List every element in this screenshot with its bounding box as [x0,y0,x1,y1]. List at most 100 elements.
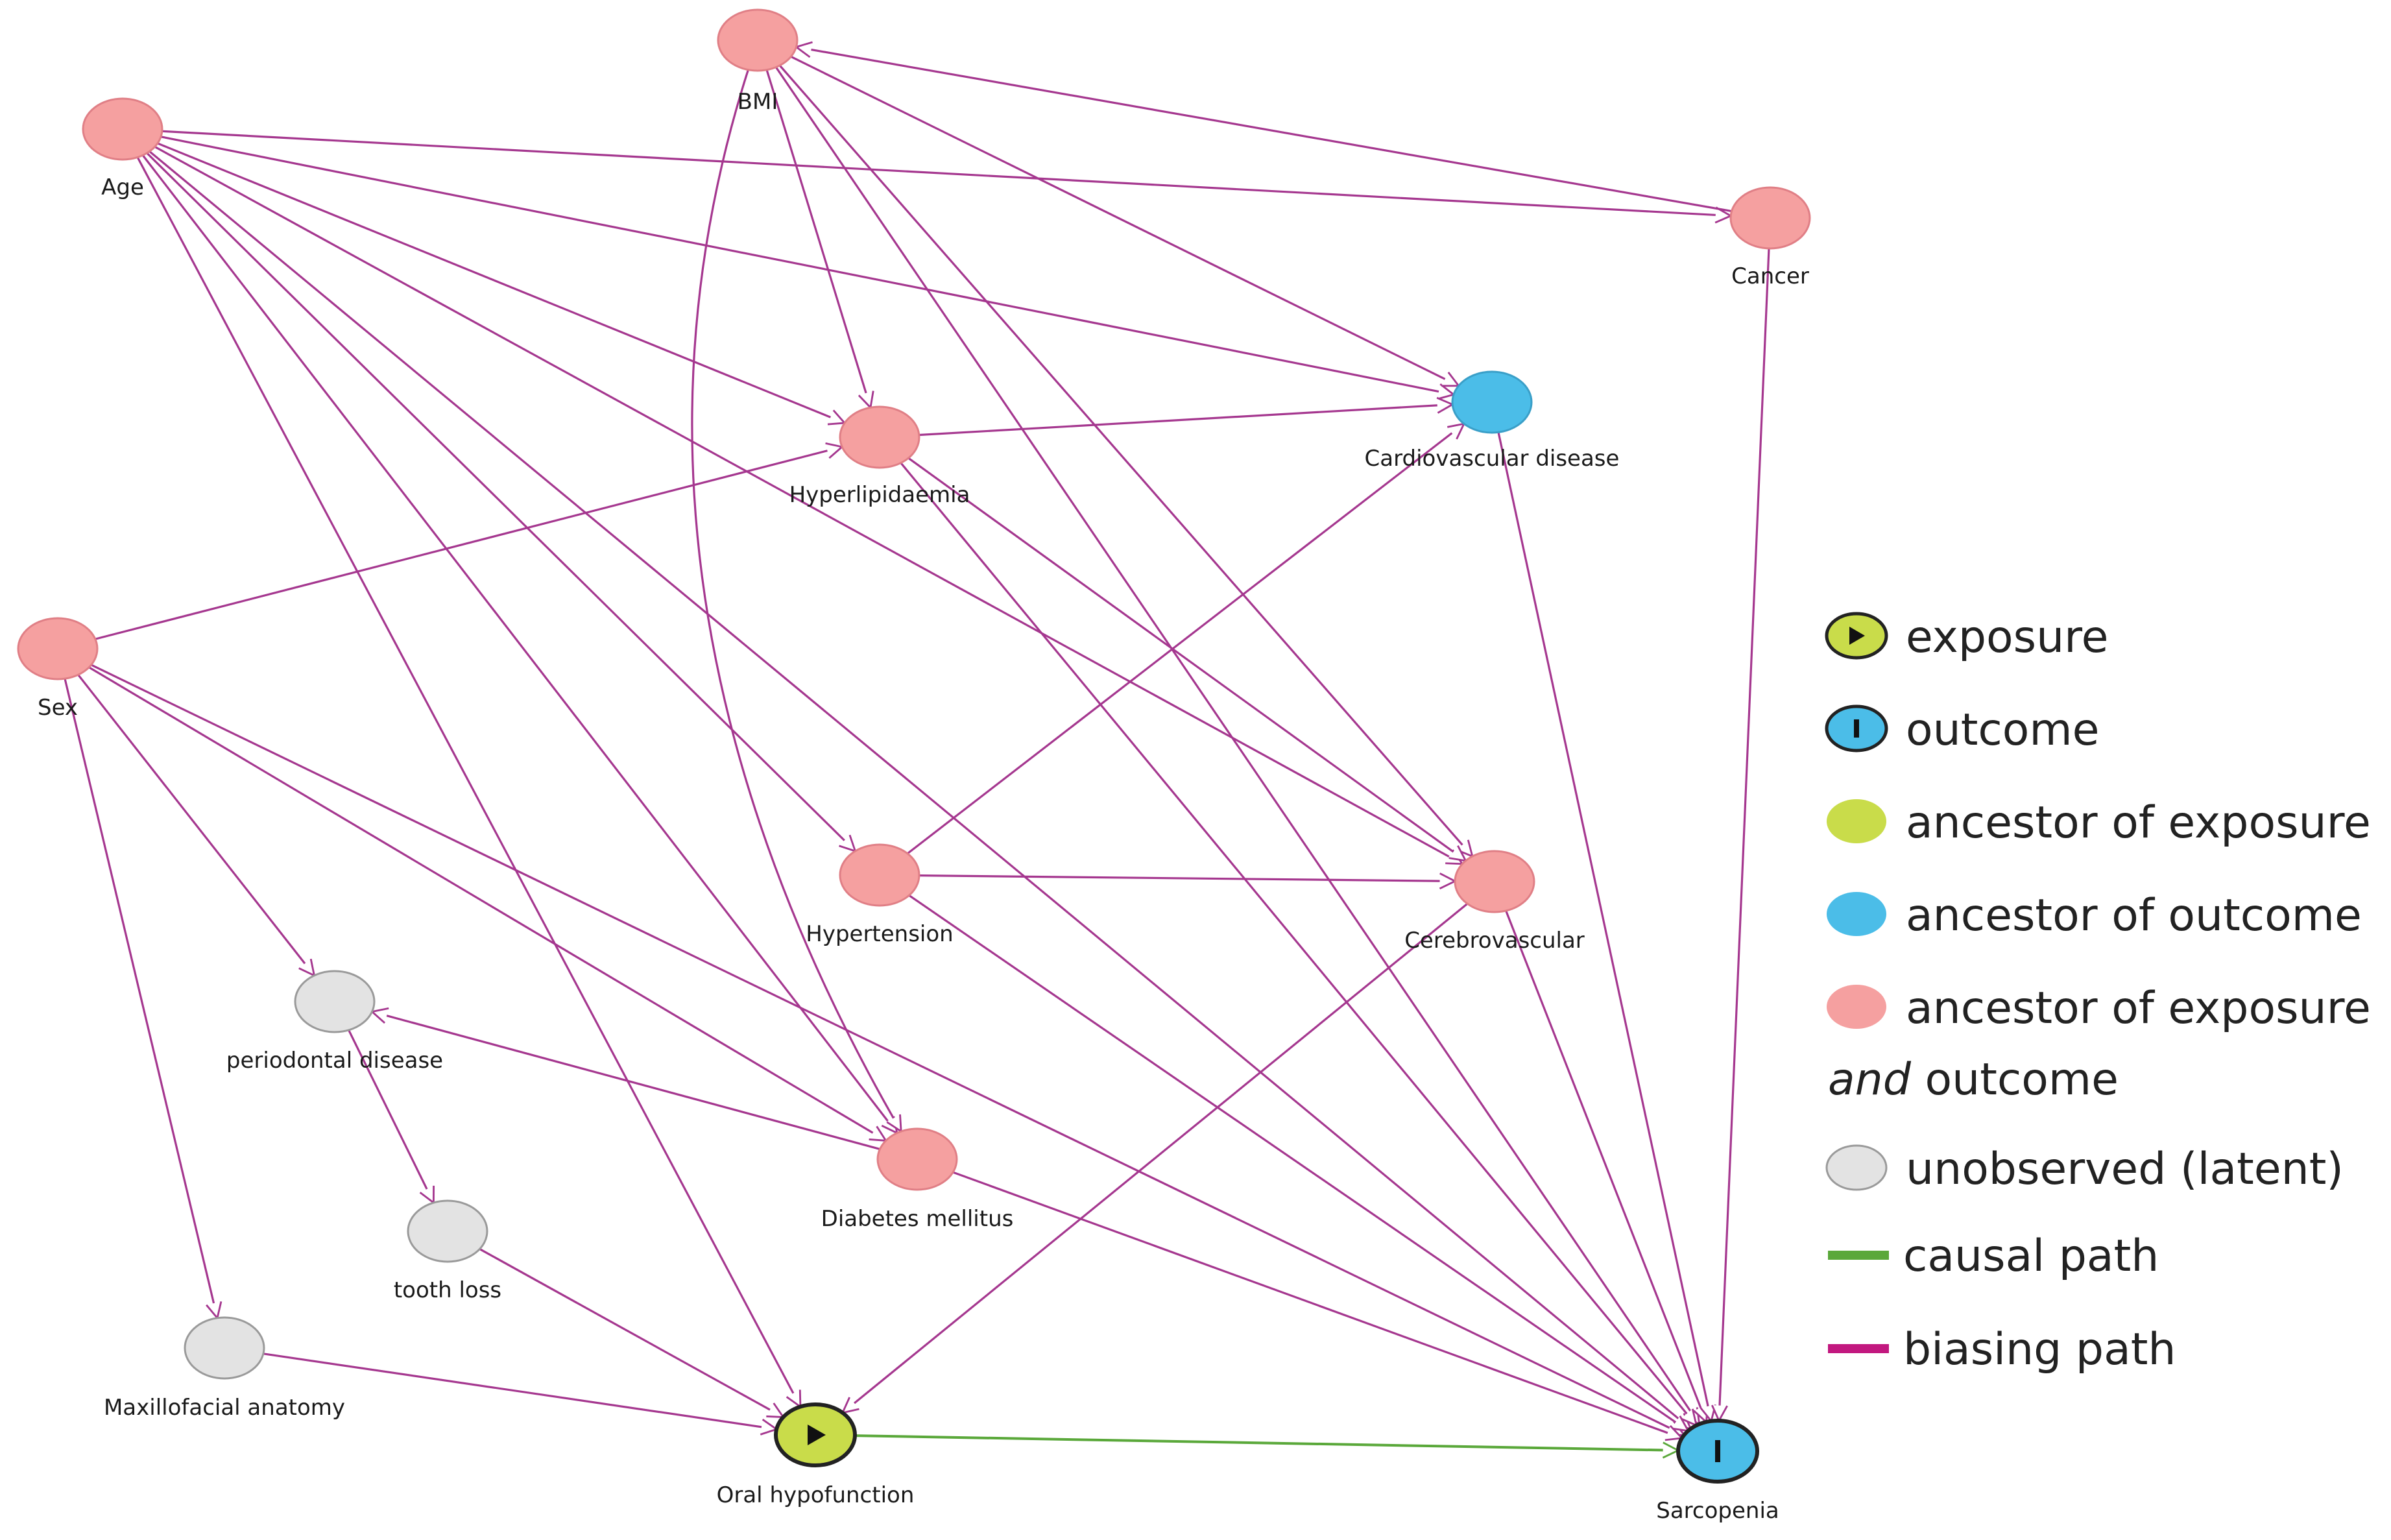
legend-label-ancestor-outcome: ancestor of outcome [1906,890,2362,941]
node-sarco[interactable]: Sarcopenia [1656,1419,1779,1524]
legend-and-word: and [1828,1054,1912,1105]
edge-sex-to-hyperlip [95,447,842,640]
edges-layer [64,47,1770,1450]
node-hypertension-ellipse[interactable] [839,843,920,907]
node-hyperlip[interactable]: Hyperlipidaemia [789,405,970,508]
edge-maxillo-to-oral [263,1353,776,1429]
legend-item-ancestor-exposure: ancestor of exposure [1827,797,2371,848]
edge-hyperlip-to-cvd [919,404,1452,437]
node-hypertension[interactable]: Hypertension [806,843,954,947]
node-maxillo[interactable]: Maxillofacial anatomy [104,1316,345,1421]
legend-label-biasing: biasing path [1903,1324,2176,1375]
edge-oral-to-sarco [854,1434,1678,1450]
node-age-ellipse[interactable] [82,97,163,161]
edge-sex-to-sarco [90,664,1685,1435]
node-hyperlip-ellipse[interactable] [839,405,920,469]
node-tooth-label: tooth loss [394,1277,501,1303]
edge-bmi-to-diabetes [691,69,901,1131]
node-cvd-ellipse[interactable] [1451,370,1533,434]
edge-diabetes-to-sarco [952,1171,1682,1438]
edge-bmi-to-cvd [790,55,1458,385]
node-cancer[interactable]: Cancer [1729,186,1811,289]
node-sarco-label: Sarcopenia [1656,1498,1779,1524]
node-bmi-ellipse[interactable] [717,8,799,72]
legend-item-ancestor-both: ancestor of exposure and outcome [1827,983,2371,1105]
edge-age-to-sarco [149,150,1691,1428]
node-oral[interactable]: Oral hypofunction [717,1402,915,1508]
edge-age-to-cvd [160,136,1454,394]
causal-path-swatch [1828,1251,1889,1260]
node-age-label: Age [101,174,144,200]
node-sex[interactable]: Sex [17,617,99,721]
legend-label-causal: causal path [1903,1231,2159,1282]
edge-cancer-to-bmi [796,47,1732,213]
node-cerebro-ellipse[interactable] [1454,850,1535,913]
node-sex-ellipse[interactable] [17,617,99,680]
node-sex-label: Sex [38,695,78,721]
legend-item-ancestor-outcome: ancestor of outcome [1827,890,2362,941]
node-cvd[interactable]: Cardiovascular disease [1365,370,1620,472]
node-bmi-label: BMI [738,89,778,115]
edge-bmi-to-hyperlip [765,69,871,408]
edge-sex-to-diabetes [88,666,885,1141]
legend-item-causal: causal path [1828,1231,2159,1282]
node-hyperlip-label: Hyperlipidaemia [789,482,970,508]
edge-bmi-to-sarco [775,66,1699,1425]
node-age[interactable]: Age [82,97,163,200]
edge-cvd-to-sarco [1497,432,1711,1421]
node-perio-ellipse[interactable] [294,970,376,1033]
edge-hypertension-to-cerebro [919,876,1455,882]
node-maxillo-label: Maxillofacial anatomy [104,1395,345,1421]
legend: exposure outcome ancestor of exposure an… [1825,612,2371,1375]
edge-tooth-to-oral [479,1248,784,1417]
node-cancer-ellipse[interactable] [1729,186,1811,250]
edge-perio-to-tooth [348,1029,434,1203]
node-cancer-label: Cancer [1731,263,1809,289]
ancestor-outcome-swatch [1827,892,1886,936]
edge-age-to-cancer [162,130,1731,215]
legend-outcome-word: outcome [1911,1054,2119,1105]
play-icon [808,1425,826,1445]
node-cerebro[interactable]: Cerebrovascular [1404,850,1585,954]
node-maxillo-ellipse[interactable] [184,1316,265,1380]
edge-age-to-cerebro [154,145,1463,863]
outcome-bar-icon [1854,719,1859,738]
legend-label-ancestor-exposure: ancestor of exposure [1906,797,2371,848]
node-tooth[interactable]: tooth loss [394,1199,501,1303]
edge-age-to-hypertension [146,152,856,851]
legend-item-latent: unobserved (latent) [1825,1144,2344,1195]
legend-label-ancestor-both-line2: and outcome [1828,1054,2119,1105]
edge-sex-to-maxillo [64,678,217,1318]
edge-age-to-oral [136,156,800,1407]
node-bmi[interactable]: BMI [717,8,799,115]
edge-hypertension-to-sarco [908,894,1688,1430]
legend-item-biasing: biasing path [1828,1324,2176,1375]
legend-item-exposure: exposure [1825,612,2108,663]
legend-label-latent: unobserved (latent) [1906,1144,2344,1195]
play-icon [1849,627,1865,645]
legend-label-outcome: outcome [1906,704,2099,756]
latent-swatch [1825,1144,1888,1191]
edge-cancer-to-sarco [1719,248,1770,1421]
node-diabetes-ellipse[interactable] [876,1127,958,1191]
node-cvd-label: Cardiovascular disease [1365,446,1620,472]
edge-cerebro-to-oral [843,902,1469,1413]
ancestor-exposure-swatch [1827,799,1886,843]
node-cerebro-label: Cerebrovascular [1404,928,1585,954]
node-oral-label: Oral hypofunction [717,1482,915,1508]
node-diabetes[interactable]: Diabetes mellitus [821,1127,1014,1232]
node-tooth-ellipse[interactable] [407,1199,488,1263]
edge-bmi-to-cerebro [778,64,1472,856]
legend-label-ancestor-both: ancestor of exposure [1906,983,2371,1034]
node-perio[interactable]: periodontal disease [226,970,443,1074]
edge-diabetes-to-perio [372,1012,880,1150]
edge-cerebro-to-sarco [1505,910,1707,1422]
edge-sex-to-perio [77,674,315,976]
biasing-path-swatch [1828,1344,1889,1353]
edge-age-to-diabetes [141,154,897,1133]
edge-hyperlip-to-cerebro [907,457,1465,861]
ancestor-both-swatch [1827,985,1886,1029]
legend-item-outcome: outcome [1825,704,2099,756]
node-diabetes-label: Diabetes mellitus [821,1206,1014,1232]
